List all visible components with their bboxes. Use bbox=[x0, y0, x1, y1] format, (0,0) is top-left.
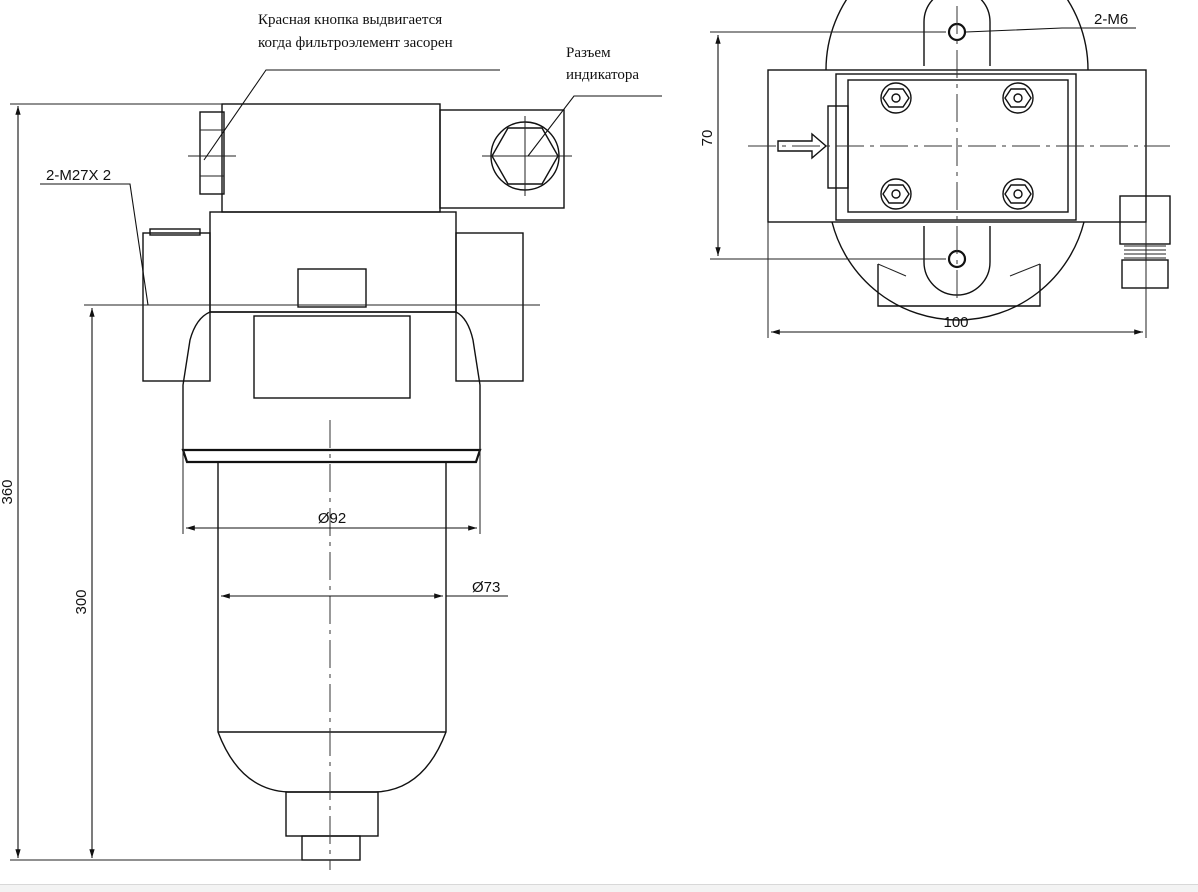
inlet-port-boss bbox=[142, 232, 211, 382]
outlet-port-boss bbox=[455, 232, 524, 382]
total-height-label: 360 bbox=[0, 479, 16, 504]
connector-note-line1: Разъем bbox=[566, 45, 611, 61]
screw-br bbox=[1002, 178, 1034, 210]
top-circle-upper bbox=[825, 0, 1089, 71]
top-view bbox=[748, 0, 1171, 321]
mount-ear-top bbox=[923, 0, 991, 66]
inlet-stub bbox=[827, 105, 849, 189]
screw-bl bbox=[880, 178, 912, 210]
bottom-strip bbox=[0, 884, 1198, 892]
port-plug bbox=[149, 228, 201, 236]
front-dimensions: 360 300 Ø92 Ø73 2-M27X 2 Красная кнопка … bbox=[0, 12, 662, 861]
center-block bbox=[297, 268, 367, 308]
front-view bbox=[84, 103, 572, 870]
top-connector bbox=[1119, 195, 1171, 245]
top-base bbox=[877, 264, 1041, 307]
bowl-flange bbox=[181, 448, 482, 464]
top-head-plate bbox=[835, 73, 1077, 221]
top-dimensions: 70 100 2-M6 bbox=[699, 11, 1147, 338]
mount-holes-label: 2-M6 bbox=[1094, 11, 1128, 28]
drain-boss bbox=[285, 791, 379, 837]
bowl-diameter-label: Ø92 bbox=[318, 510, 346, 527]
indicator-housing bbox=[221, 103, 441, 213]
screw-tr bbox=[1002, 82, 1034, 114]
top-connector-nut bbox=[1121, 259, 1169, 289]
red-button-plug bbox=[199, 111, 225, 195]
red-button-note-line1: Красная кнопка выдвигается bbox=[258, 12, 442, 28]
connector-housing bbox=[439, 109, 565, 209]
screw-tl bbox=[880, 82, 912, 114]
top-height-label: 70 bbox=[699, 130, 716, 147]
element-diameter-label: Ø73 bbox=[472, 579, 500, 596]
thread-ports-label: 2-M27X 2 bbox=[46, 167, 111, 184]
red-button-note-line2: когда фильтроэлемент засорен bbox=[258, 35, 453, 51]
top-connector-spring bbox=[1124, 245, 1166, 259]
flow-arrow-icon bbox=[777, 132, 828, 160]
body-height-label: 300 bbox=[73, 589, 90, 614]
filter-head bbox=[209, 211, 457, 313]
connector-note-line2: индикатора bbox=[566, 67, 639, 83]
bowl-head bbox=[182, 311, 481, 451]
top-width-label: 100 bbox=[943, 314, 968, 331]
top-circle-lower bbox=[831, 221, 1085, 321]
label-plate bbox=[253, 315, 411, 399]
drain-plug bbox=[301, 835, 361, 861]
